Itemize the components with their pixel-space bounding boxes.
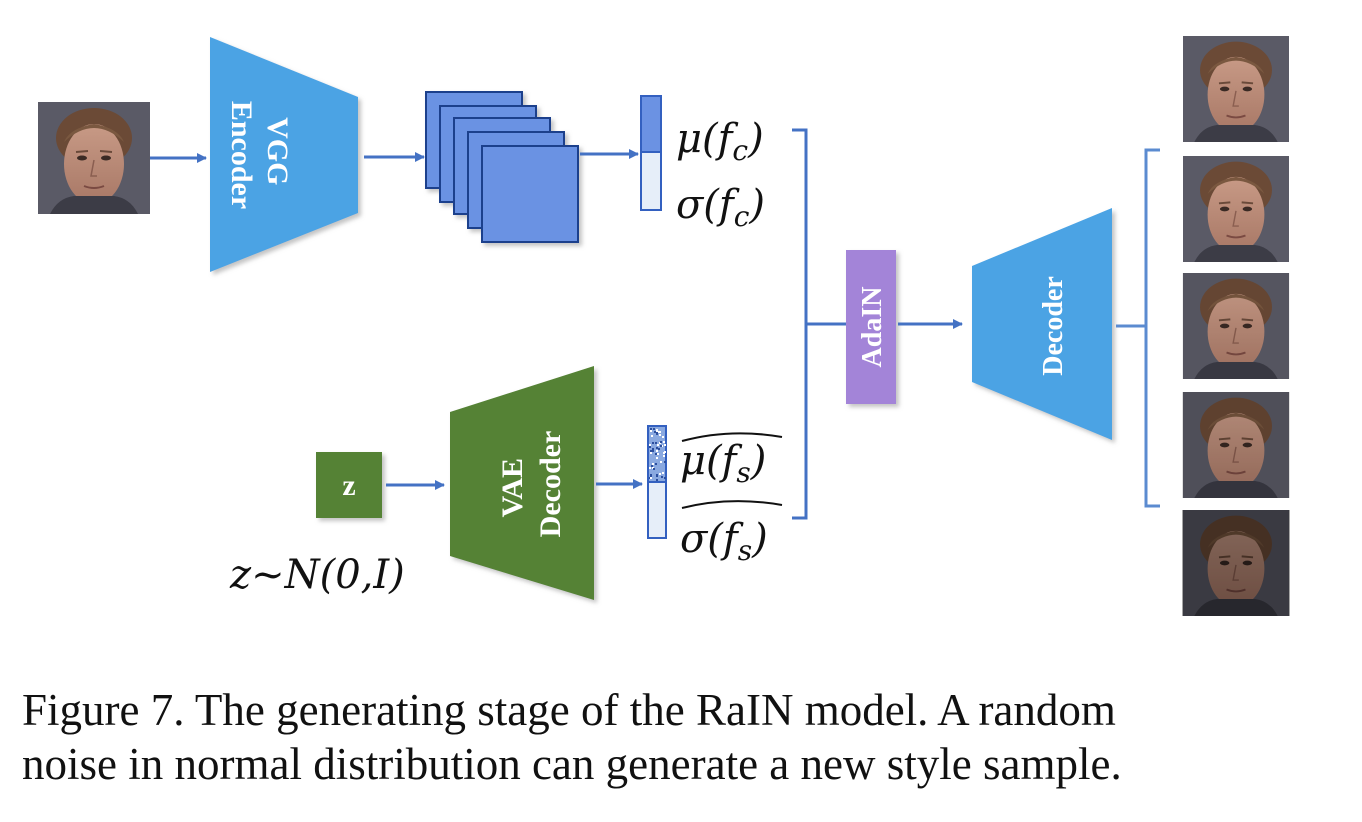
z-noise-block xyxy=(316,452,382,518)
vae-decoder-label-1: VAE xyxy=(496,458,529,517)
figure-caption: Figure 7. The generating stage of the Ra… xyxy=(22,683,1342,791)
decoder-label: Decoder xyxy=(1038,276,1069,376)
svg-text:VGG Encoder: VGG Encoder xyxy=(225,101,294,209)
content-stats-bar xyxy=(640,95,662,211)
output-face-2 xyxy=(1182,156,1290,262)
mu-fs-label: μ(fs) xyxy=(680,438,766,489)
caption-line-2: noise in normal distribution can generat… xyxy=(22,739,1122,789)
svg-text:VAE Decoder: VAE Decoder xyxy=(496,431,567,538)
vgg-encoder-label-1: VGG xyxy=(261,117,294,185)
mu-fc-label: μ(fc) xyxy=(676,116,764,167)
sigma-fc-label: σ(fc) xyxy=(676,182,765,233)
sigma-fs-hat xyxy=(681,500,783,509)
vgg-encoder-block xyxy=(210,37,358,272)
z-block-label: z xyxy=(342,469,355,502)
input-face-image xyxy=(38,102,150,214)
mu-fs-hat xyxy=(681,432,783,442)
decoder-block xyxy=(972,208,1112,440)
z-distribution-label: z~N(0,I) xyxy=(229,552,405,598)
output-face-stack xyxy=(1182,36,1290,616)
rain-generating-stage-diagram: VGG Encoder μ(fc) σ(fc) AdaIN Decoder xyxy=(38,36,1290,616)
adain-block xyxy=(846,250,896,404)
vgg-encoder-label-2: Encoder xyxy=(225,101,258,209)
adain-label: AdaIN xyxy=(857,287,888,368)
feature-map-stack xyxy=(425,91,579,243)
style-stats-bar xyxy=(647,425,667,539)
vae-decoder-label-2: Decoder xyxy=(534,431,567,538)
sigma-fs-label: σ(fs) xyxy=(680,516,768,567)
output-bracket xyxy=(1144,148,1160,508)
output-face-1 xyxy=(1182,36,1290,142)
vae-decoder-block xyxy=(450,366,594,600)
caption-line-1: Figure 7. The generating stage of the Ra… xyxy=(22,685,1116,735)
merge-bracket xyxy=(792,128,808,520)
